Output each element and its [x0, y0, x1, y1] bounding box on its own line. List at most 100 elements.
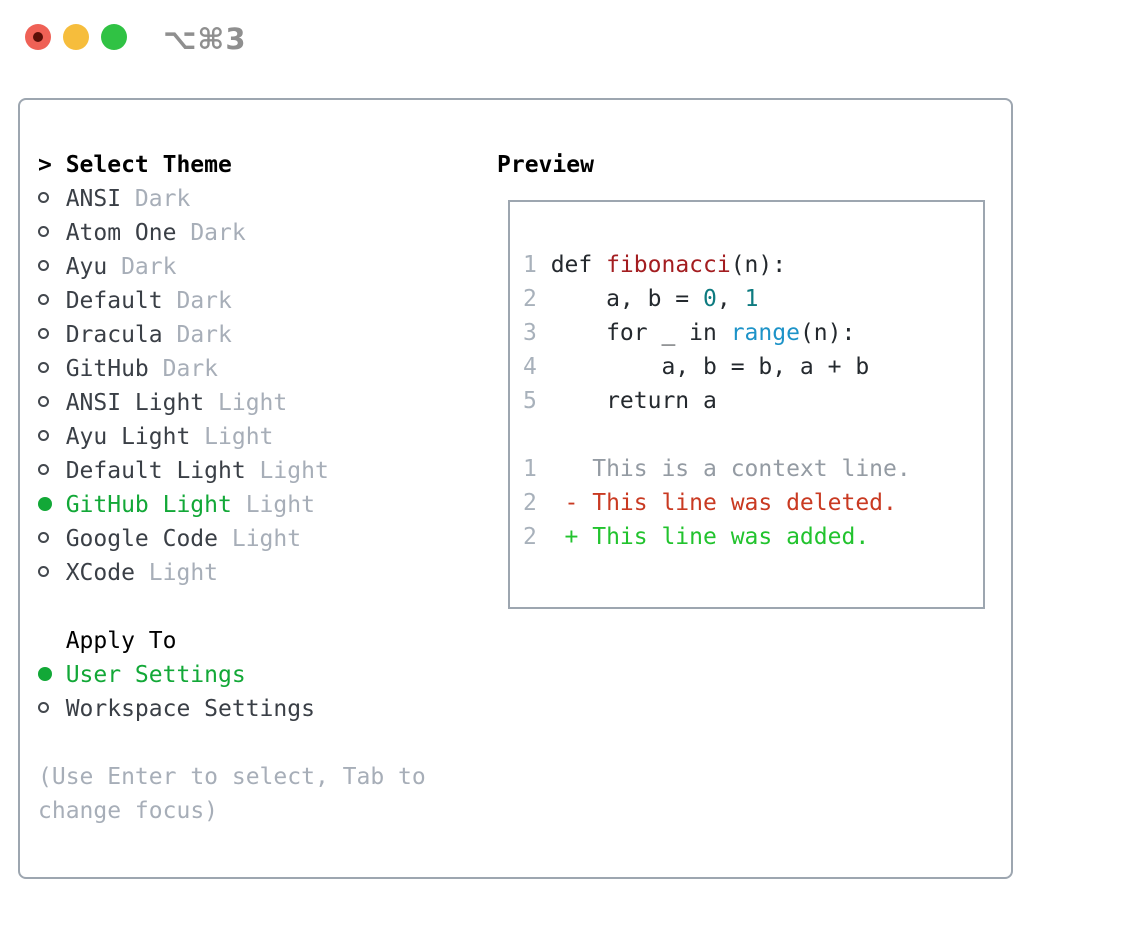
radio-icon	[38, 556, 66, 590]
code-line: 2 + This line was added.	[523, 520, 983, 554]
line-number: 2	[523, 524, 537, 550]
code-segment-code: a, b = b, a + b	[550, 354, 870, 380]
theme-option-dracula[interactable]: Dracula Dark	[38, 318, 426, 352]
theme-option-ayu[interactable]: Ayu Dark	[38, 250, 426, 284]
code-segment-code: a, b =	[550, 286, 704, 312]
code-segment-code: for _ in	[550, 320, 731, 346]
theme-option-atom-one[interactable]: Atom One Dark	[38, 216, 426, 250]
code-line: 2 - This line was deleted.	[523, 486, 983, 520]
option-variant-label: Light	[231, 492, 315, 518]
code-segment-ctx: This is a context line.	[550, 456, 911, 482]
code-line: 1 This is a context line.	[523, 452, 983, 486]
theme-option-default[interactable]: Default Dark	[38, 284, 426, 318]
theme-option-ayu-light[interactable]: Ayu Light Light	[38, 420, 426, 454]
radio-icon	[38, 420, 66, 454]
code-segment-del: - This line was deleted.	[550, 490, 897, 516]
option-variant-label: Light	[190, 424, 274, 450]
option-label: ANSI Light	[65, 390, 205, 416]
focus-caret-icon: >	[38, 152, 52, 178]
option-label: Ayu	[65, 254, 108, 280]
option-variant-label: Light	[204, 390, 288, 416]
radio-icon	[38, 182, 66, 216]
option-label: Ayu Light	[65, 424, 191, 450]
theme-option-default-light[interactable]: Default Light Light	[38, 454, 426, 488]
option-label: Dracula	[65, 322, 163, 348]
code-blank-line	[523, 418, 983, 452]
code-segment-num: 1	[744, 286, 759, 312]
apply-to-option-workspace-settings[interactable]: Workspace Settings	[38, 692, 426, 726]
minimize-button[interactable]	[63, 24, 89, 50]
radio-icon	[38, 386, 66, 420]
line-number: 1	[523, 252, 537, 278]
code-segment-call: range	[730, 320, 800, 346]
theme-option-ansi-light[interactable]: ANSI Light Light	[38, 386, 426, 420]
option-label: GitHub Light	[65, 492, 232, 518]
hint-line-1: (Use Enter to select, Tab to	[38, 764, 426, 790]
radio-selected-icon	[38, 488, 66, 522]
option-variant-label: Dark	[121, 186, 191, 212]
code-line: 4 a, b = b, a + b	[523, 350, 983, 384]
code-line: 3 for _ in range(n):	[523, 316, 983, 350]
theme-option-github[interactable]: GitHub Dark	[38, 352, 426, 386]
code-segment-code: return a	[550, 388, 717, 414]
radio-icon	[38, 250, 66, 284]
option-variant-label: Dark	[162, 288, 232, 314]
preview-header: Preview	[497, 152, 594, 178]
theme-option-github-light[interactable]: GitHub Light Light	[38, 488, 426, 522]
code-segment-add: + This line was added.	[550, 524, 870, 550]
hint-line-2: change focus)	[38, 798, 219, 824]
radio-icon	[38, 216, 66, 250]
code-segment-num: 0	[703, 286, 717, 312]
option-variant-label: Dark	[162, 322, 232, 348]
option-variant-label: Light	[134, 560, 219, 586]
radio-icon	[38, 352, 66, 386]
select-theme-label: Select Theme	[65, 152, 232, 178]
code-line: 1 def fibonacci(n):	[523, 248, 983, 282]
spacer	[38, 726, 426, 760]
apply-to-option-user-settings[interactable]: User Settings	[38, 658, 426, 692]
option-label: GitHub	[65, 356, 149, 382]
code-segment-code: ,	[716, 286, 745, 312]
line-number: 2	[523, 490, 537, 516]
option-label: Atom One	[65, 220, 177, 246]
theme-option-xcode[interactable]: XCode Light	[38, 556, 426, 590]
theme-option-ansi[interactable]: ANSI Dark	[38, 182, 426, 216]
select-theme-header: > Select Theme	[38, 148, 426, 182]
option-label: Workspace Settings	[65, 696, 315, 722]
zoom-button[interactable]	[101, 24, 127, 50]
theme-option-google-code[interactable]: Google Code Light	[38, 522, 426, 556]
radio-icon	[38, 454, 66, 488]
option-label: XCode	[65, 560, 135, 586]
spacer	[38, 590, 426, 624]
code-segment-code: def	[550, 252, 607, 278]
line-number: 4	[523, 354, 537, 380]
option-variant-label: Light	[218, 526, 302, 552]
close-button[interactable]	[25, 24, 51, 50]
option-label: ANSI	[65, 186, 122, 212]
radio-icon	[38, 318, 66, 352]
line-number: 5	[523, 388, 537, 414]
line-number: 1	[523, 456, 537, 482]
radio-selected-icon	[38, 658, 66, 692]
radio-icon	[38, 522, 66, 556]
option-label: Google Code	[65, 526, 219, 552]
code-segment-code: (n):	[730, 252, 787, 278]
apply-to-header: Apply To	[65, 628, 177, 654]
option-label: User Settings	[65, 662, 246, 688]
code-line: 2 a, b = 0, 1	[523, 282, 983, 316]
radio-icon	[38, 692, 66, 726]
unsaved-dot-icon	[33, 32, 43, 42]
window-title-shortcut: ⌥⌘3	[163, 22, 247, 56]
option-label: Default Light	[65, 458, 246, 484]
line-number: 3	[523, 320, 537, 346]
option-variant-label: Dark	[176, 220, 246, 246]
code-segment-code: (n):	[799, 320, 856, 346]
option-variant-label: Light	[245, 458, 329, 484]
code-segment-func: fibonacci	[606, 252, 731, 278]
